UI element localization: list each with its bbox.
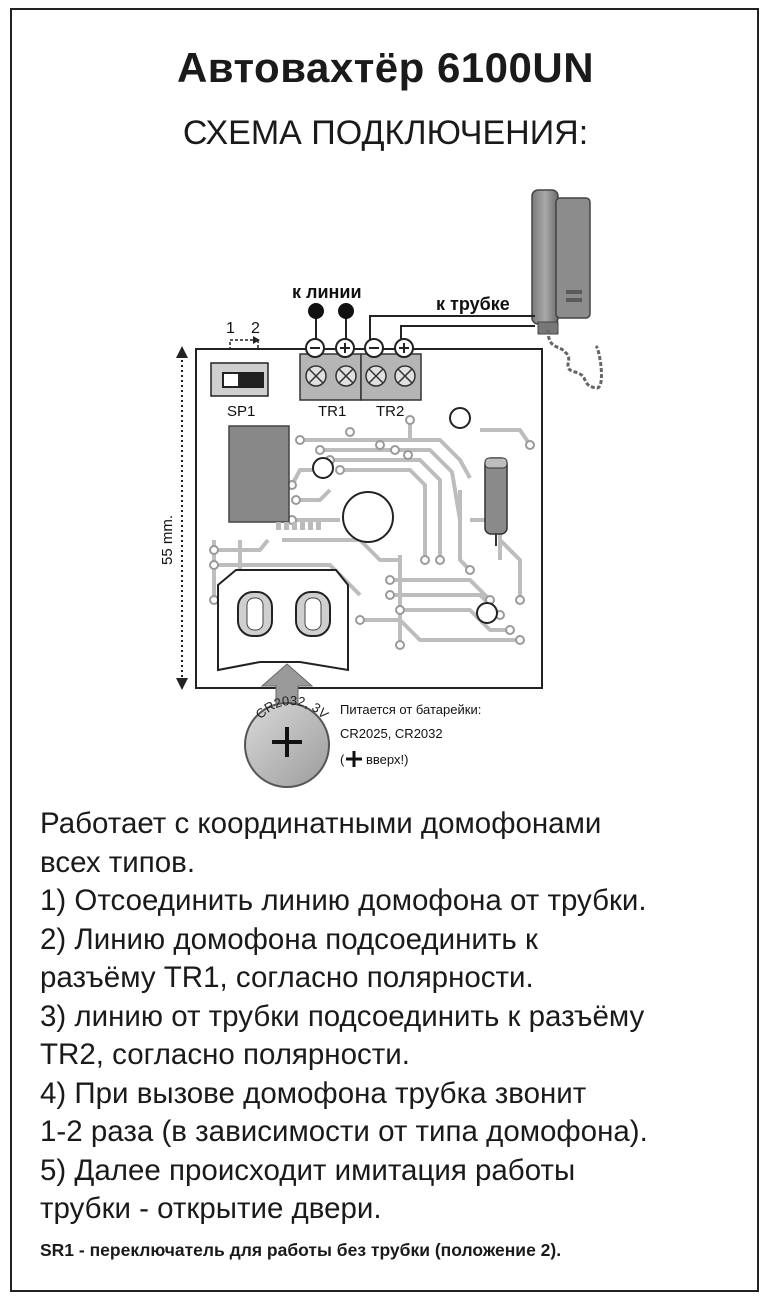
polarity-signs — [305, 338, 414, 358]
terminal-tr1 — [299, 353, 362, 401]
line-wires — [308, 303, 354, 342]
dimension-marker — [176, 346, 188, 690]
battery-note-line2: CR2025, CR2032 — [340, 726, 443, 741]
wiring-diagram: к трубке к линии 1 2 55 mm. — [159, 189, 603, 788]
handset-wires — [369, 315, 535, 345]
page-title: Автовахтёр 6100UN — [176, 44, 595, 91]
instruction-line: TR2, согласно полярности. — [40, 1038, 410, 1071]
terminal-tr1-label: TR1 — [318, 403, 346, 420]
page-frame — [10, 8, 759, 1292]
footnote: SR1 - переключатель для работы без трубк… — [40, 1240, 562, 1260]
dimension-label: 55 mm. — [159, 515, 176, 565]
handset — [531, 189, 591, 335]
switch-position-1: 1 — [226, 320, 235, 337]
mounting-holes — [312, 407, 498, 624]
instruction-line: 1-2 раза (в зависимости от типа домофона… — [40, 1115, 648, 1148]
instruction-line: всех типов. — [40, 845, 196, 879]
buzzer — [342, 491, 394, 543]
terminal-tr2 — [360, 353, 422, 401]
instructions: Работает с координатными домофонами всех… — [40, 805, 750, 1229]
instruction-line: Работает с координатными домофонами — [40, 807, 602, 840]
plus-icon — [346, 751, 362, 767]
battery-note-paren: ( — [340, 752, 345, 767]
capacitor — [484, 457, 508, 546]
instruction-line: 2) Линию домофона подсоединить к — [40, 922, 538, 956]
instruction-line: 5) Далее происходит имитация работы — [40, 1153, 576, 1187]
instruction-line: 4) При вызове домофона трубка звонит — [40, 1076, 587, 1110]
switch-label: SP1 — [227, 403, 255, 420]
switch-sp1 — [210, 362, 269, 397]
instruction-line: 1) Отсоединить линию домофона от трубки. — [40, 884, 647, 917]
battery-note-line1: Питается от батарейки: — [340, 702, 481, 717]
instruction-line: разъёму TR1, согласно полярности. — [40, 961, 534, 994]
instruction-line: 3) линию от трубки подсоединить к разъём… — [40, 999, 645, 1033]
page-subtitle: СХЕМА ПОДКЛЮЧЕНИЯ: — [182, 114, 589, 152]
switch-position-2: 2 — [251, 320, 260, 337]
chip-pins — [276, 522, 321, 530]
battery-cell — [244, 702, 330, 788]
terminal-tr2-label: TR2 — [376, 403, 404, 420]
battery-holder — [217, 569, 349, 672]
handset-coiled-cord — [546, 329, 603, 390]
handset-label: к трубке — [436, 294, 510, 314]
instruction-line: трубки - открытие двери. — [40, 1192, 382, 1225]
ic-chip — [228, 425, 290, 523]
line-label: к линии — [292, 282, 362, 302]
battery-note-line3: вверх!) — [366, 752, 408, 767]
